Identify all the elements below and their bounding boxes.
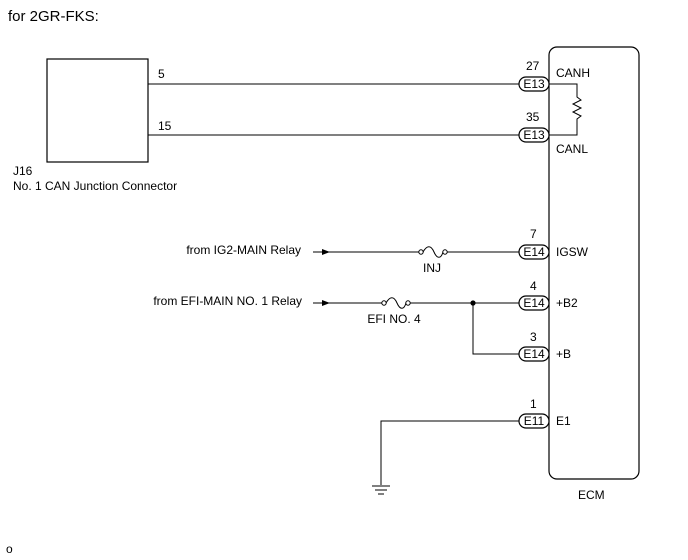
signal-e1: E1 (556, 414, 571, 428)
fuse-inj-right-terminal (442, 249, 448, 255)
plus-b-branch-wire (472, 303, 519, 355)
efi-arrow-icon (322, 300, 330, 306)
fuse-efi4-left-terminal (381, 300, 387, 306)
pin-number-plus-b: 3 (530, 330, 537, 344)
connector-e13-canh (518, 76, 550, 92)
pin-number-igsw: 7 (530, 227, 537, 241)
source-efi-main: from EFI-MAIN NO. 1 Relay (153, 294, 302, 308)
fuse-inj-icon (422, 246, 444, 258)
connector-e13-canl (518, 127, 550, 143)
source-ig2-main: from IG2-MAIN Relay (186, 243, 301, 257)
fuse-inj-left-terminal (418, 249, 424, 255)
junction-connector-box (46, 58, 149, 163)
fuse-efi4-right-terminal (405, 300, 411, 306)
can-termination-resistor (549, 83, 583, 136)
diagram-heading: for 2GR-FKS: (8, 8, 99, 25)
connector-label-igsw: E14 (523, 245, 545, 259)
junction-pin-top: 5 (158, 67, 165, 81)
ig2-arrow-icon (322, 249, 330, 255)
connector-e14-plus-b (518, 346, 550, 362)
connector-e14-igsw (518, 244, 550, 260)
ecm-label: ECM (578, 488, 605, 502)
fuse-efi4-label: EFI NO. 4 (367, 312, 421, 326)
connector-label-canl: E13 (523, 128, 545, 142)
ground-wire (380, 420, 519, 485)
connector-e14-plus-b2 (518, 295, 550, 311)
signal-plus-b2: +B2 (556, 296, 578, 310)
pin-number-plus-b2: 4 (530, 279, 537, 293)
pin-number-canl: 35 (526, 110, 540, 124)
ground-icon (372, 485, 390, 495)
connector-label-e1: E11 (524, 414, 545, 428)
pin-number-canh: 27 (526, 59, 540, 73)
junction-pin-bottom: 15 (158, 119, 172, 133)
signal-plus-b: +B (556, 347, 571, 361)
junction-id: J16 (13, 164, 33, 178)
junction-name: No. 1 CAN Junction Connector (13, 179, 177, 193)
footer-mark: o (6, 542, 13, 556)
signal-canl: CANL (556, 142, 588, 156)
pin-number-e1: 1 (530, 397, 537, 411)
connector-label-plus-b: E14 (523, 347, 545, 361)
connector-label-plus-b2: E14 (523, 296, 545, 310)
signal-canh: CANH (556, 66, 590, 80)
connector-label-canh: E13 (523, 77, 545, 91)
fuse-inj-label: INJ (423, 261, 441, 275)
signal-igsw: IGSW (556, 245, 589, 259)
ecm-box (548, 46, 640, 480)
fuse-efi4-icon (385, 297, 407, 309)
